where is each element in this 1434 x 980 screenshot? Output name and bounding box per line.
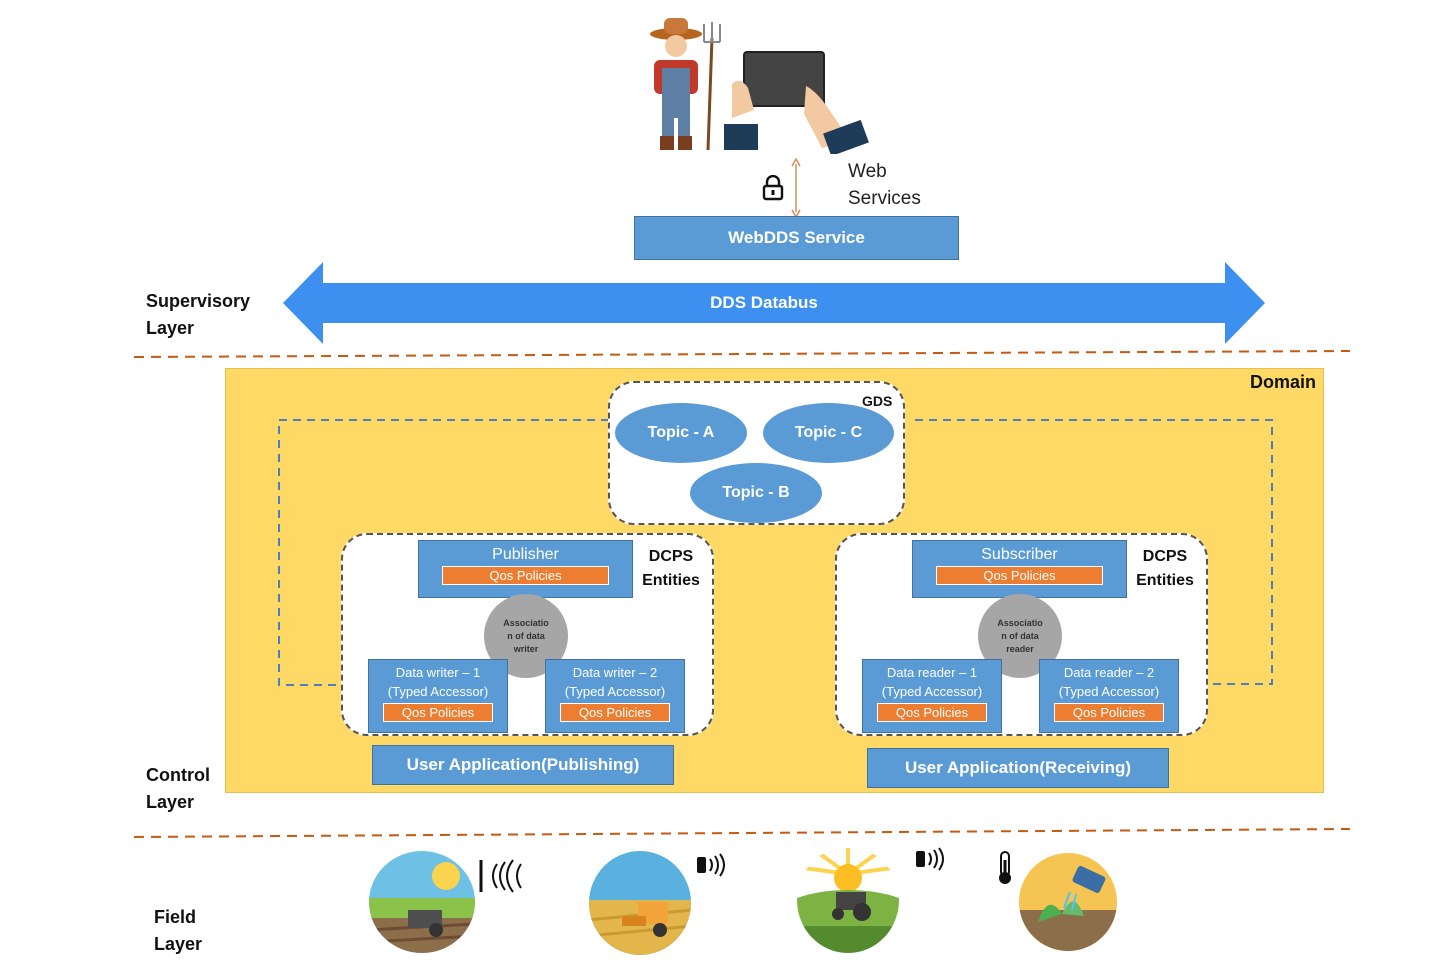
thermometer-icon — [999, 851, 1011, 884]
webdds-service-label: WebDDS Service — [728, 228, 865, 247]
publisher-dcps-entities-label: DCPS Entities — [642, 548, 700, 589]
user-application-publishing-label: User Application(Publishing) — [406, 755, 640, 774]
publisher-qos-policies: Qos Policies — [442, 566, 609, 585]
publisher-box: Publisher Qos Policies — [418, 540, 633, 598]
domain-label: Domain — [1250, 372, 1317, 392]
tractor-icon — [797, 847, 899, 953]
data-writer-2-title: Data writer – 2 (Typed Accessor) — [564, 665, 666, 699]
topic-b-node: Topic - B — [690, 463, 822, 523]
data-reader-1-qos-policies: Qos Policies — [877, 703, 987, 722]
field-layer-label: Field Layer — [154, 907, 203, 954]
subscriber-qos-policies: Qos Policies — [936, 566, 1103, 585]
data-writer-1-title: Data writer – 1 (Typed Accessor) — [387, 665, 489, 699]
dds-databus-label: DDS Databus — [710, 293, 818, 312]
wireless-sensor-icon-2 — [916, 847, 944, 871]
user-application-receiving-label: User Application(Receiving) — [904, 758, 1132, 777]
farmer-icon — [650, 18, 721, 151]
data-reader-2-title: Data reader – 2 (Typed Accessor) — [1058, 665, 1160, 699]
dds-databus: DDS Databus — [283, 262, 1265, 344]
control-layer-label: Control Layer — [146, 765, 210, 812]
data-reader-1-box: Data reader – 1 (Typed Accessor) Qos Pol… — [862, 659, 1002, 733]
layer-divider-top — [134, 350, 1350, 358]
publisher-title: Publisher — [492, 546, 559, 563]
data-writer-1-box: Data writer – 1 (Typed Accessor) Qos Pol… — [368, 659, 508, 733]
farmer-with-tablet-illustration — [650, 18, 869, 154]
data-writer-1-qos-policies: Qos Policies — [383, 703, 493, 722]
subscriber-dcps-entities-label: DCPS Entities — [1136, 548, 1194, 589]
lock-icon — [762, 175, 784, 201]
harvester-icon — [589, 851, 691, 955]
topic-c-node: Topic - C — [763, 403, 894, 463]
webdds-service-box: WebDDS Service — [634, 216, 959, 260]
sensor-signal-icon — [479, 859, 522, 893]
user-application-publishing-box: User Application(Publishing) — [372, 745, 674, 785]
irrigation-icon — [1019, 853, 1117, 951]
data-reader-2-qos-policies: Qos Policies — [1054, 703, 1164, 722]
gds-label: GDS — [862, 393, 893, 409]
web-services-connector-arrow — [791, 158, 801, 218]
tablet-icon — [724, 51, 869, 154]
layer-divider-bottom — [134, 828, 1350, 838]
data-reader-1-title: Data reader – 1 (Typed Accessor) — [881, 665, 983, 699]
wireless-sensor-icon-1 — [697, 853, 725, 877]
subscriber-box: Subscriber Qos Policies — [912, 540, 1127, 598]
subscriber-title: Subscriber — [981, 546, 1058, 563]
data-writer-2-box: Data writer – 2 (Typed Accessor) Qos Pol… — [545, 659, 685, 733]
supervisory-layer-label: Supervisory Layer — [146, 291, 251, 338]
crop-field-icon — [369, 851, 475, 953]
user-application-receiving-box: User Application(Receiving) — [867, 748, 1169, 788]
topic-a-node: Topic - A — [615, 403, 747, 463]
dds-databus-arrow — [283, 262, 1265, 344]
data-reader-2-box: Data reader – 2 (Typed Accessor) Qos Pol… — [1039, 659, 1179, 733]
web-services-label: Web Services — [848, 161, 921, 209]
data-writer-2-qos-policies: Qos Policies — [560, 703, 670, 722]
